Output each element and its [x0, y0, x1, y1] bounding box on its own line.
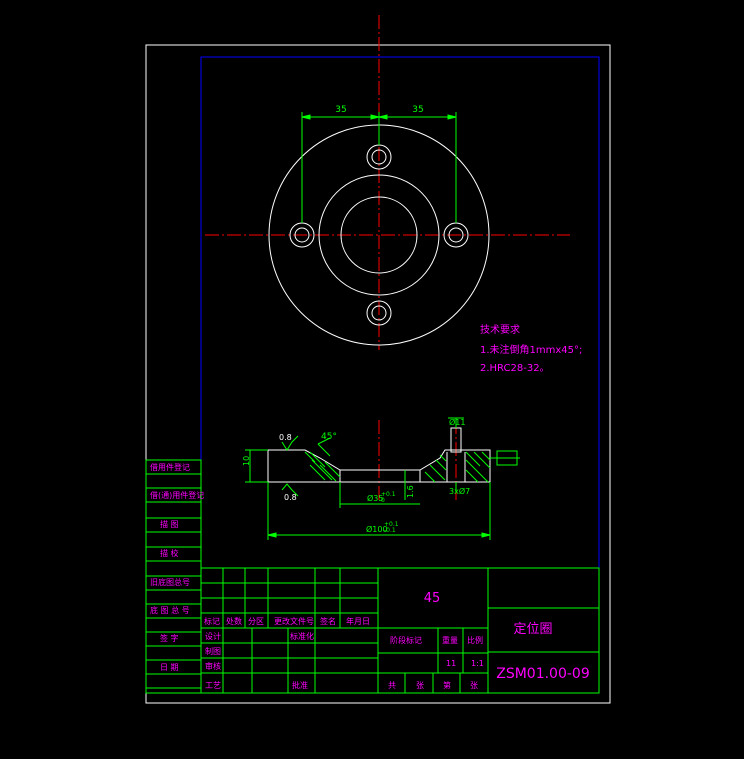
side-label-1: 借(通)用件登记: [150, 490, 204, 500]
part-name: 定位圈: [513, 622, 552, 637]
tb-h-3: 更改文件号: [274, 616, 314, 626]
notes-title: 技术要求: [480, 323, 520, 336]
notes-line2: 2.HRC28-32。: [480, 363, 550, 374]
tb-stage: 阶段标记: [390, 635, 422, 645]
dim-hole: Ø11: [449, 417, 465, 427]
outer-frame: [145, 44, 611, 704]
tb-weight-value: 11: [446, 659, 456, 668]
tb-h-2: 分区: [248, 617, 264, 626]
dim-counterbore: 3xØ7: [449, 486, 470, 496]
tb-approval: 批准: [292, 680, 308, 690]
material: 45: [424, 591, 441, 606]
side-label-2: 描 图: [160, 519, 179, 529]
roughness-top: 0.8: [279, 433, 292, 442]
tb-total: 共: [388, 681, 396, 690]
side-label-0: 借用件登记: [150, 462, 190, 472]
side-label-7: 日 期: [160, 663, 179, 672]
top-dimensions: [301, 112, 457, 223]
tb-standard: 标准化: [290, 631, 314, 641]
side-label-6: 签 字: [160, 633, 179, 643]
dim-height: 10: [242, 456, 251, 466]
tb-scale: 比例: [467, 635, 483, 645]
dim-bore: Ø35: [367, 493, 383, 503]
tb-review: 审核: [205, 661, 221, 671]
roughness-bottom: 0.8: [284, 493, 297, 502]
tb-h-1: 处数: [226, 616, 242, 626]
bore-circle: [340, 196, 418, 274]
dim-depth: 1.6: [406, 485, 415, 498]
tb-h-0: 标记: [204, 616, 220, 626]
tb-h-4: 签名: [320, 616, 336, 626]
tb-weight: 重量: [442, 635, 458, 645]
dim-outer-diameter: Ø100: [366, 524, 388, 534]
side-label-4: 旧底图总号: [150, 577, 190, 587]
drawing-number: ZSM01.00-09: [496, 666, 590, 682]
tb-sheet-label: 张: [416, 681, 424, 690]
tb-process: 工艺: [205, 681, 221, 690]
tb-scale-value: 1:1: [471, 659, 484, 668]
notes-line1: 1.未注倒角1mmx45°;: [480, 343, 582, 356]
tb-sheet-label2: 张: [470, 681, 478, 690]
chamfer-angle: 45°: [321, 432, 337, 442]
side-label-3: 描 校: [160, 548, 179, 558]
dim-top-right: 35: [412, 105, 423, 115]
bolt-hole-bottom: [366, 300, 392, 326]
tb-drafting: 制图: [205, 646, 221, 656]
mid-circle: [318, 174, 440, 296]
tb-design: 设计: [205, 631, 221, 641]
dim-top-left: 35: [335, 105, 346, 115]
title-block: [200, 567, 600, 694]
tb-h-5: 年月日: [346, 616, 370, 626]
tb-sheet-no: 第: [443, 680, 451, 690]
hatch: [304, 451, 491, 483]
side-label-5: 底 图 总 号: [150, 605, 190, 615]
dim-outer-tolerance: +0.1-0.1: [384, 521, 399, 534]
